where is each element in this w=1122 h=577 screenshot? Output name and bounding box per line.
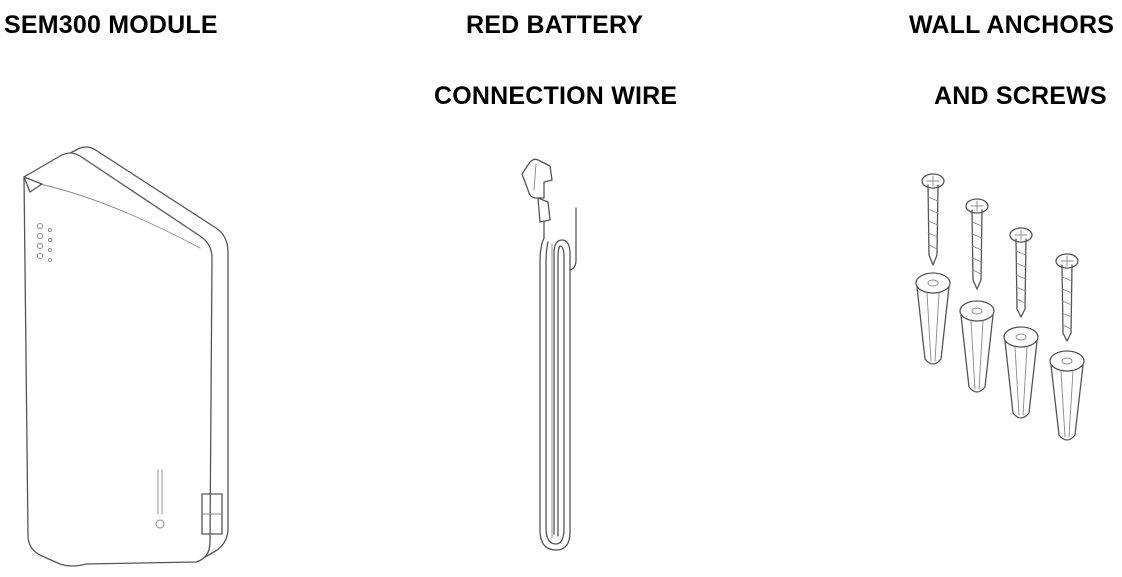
anchors-screws-icon [915, 173, 1085, 441]
wire-label-line1: RED BATTERY [466, 11, 644, 39]
hardware-label-line2: AND SCREWS [934, 82, 1107, 110]
module-label: SEM300 MODULE [4, 11, 218, 39]
sem300-module-icon [23, 146, 229, 567]
hardware-label-line1: WALL ANCHORS [909, 11, 1115, 39]
battery-wire-icon [521, 158, 577, 551]
wire-label-line2: CONNECTION WIRE [434, 82, 678, 110]
